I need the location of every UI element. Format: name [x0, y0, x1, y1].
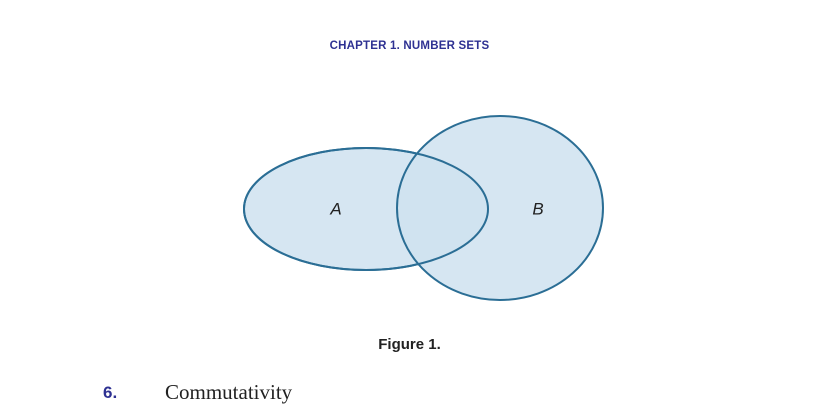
running-header: CHAPTER 1. NUMBER SETS [329, 40, 490, 52]
figure-caption: Figure 1. [378, 336, 441, 353]
set-b-label: B [532, 199, 543, 218]
set-b-circle [396, 115, 604, 301]
section-title: Commutativity [165, 380, 293, 404]
set-a-outline [243, 147, 489, 271]
set-a-label: A [329, 199, 341, 218]
section-number: 6. [103, 383, 118, 402]
